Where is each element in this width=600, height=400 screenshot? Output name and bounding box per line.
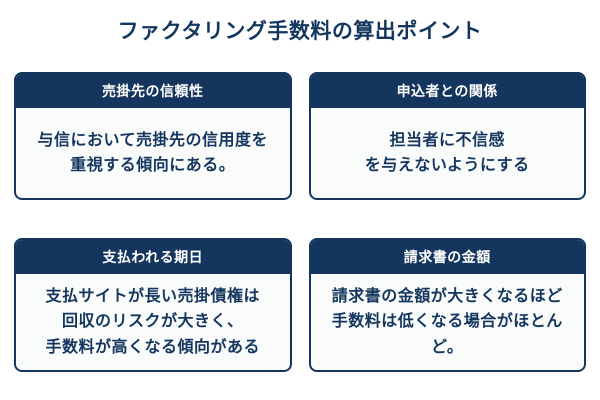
body-line: 手数料は低くなる場合がほとん — [331, 313, 563, 331]
card-invoice-amount: 請求書の金額 請求書の金額が大きくなるほど 手数料は低くなる場合がほとん ど。 — [308, 238, 586, 373]
card-payment-due-date: 支払われる期日 支払サイトが長い売掛債権は 回収のリスクが大きく、 手数料が高く… — [14, 238, 292, 373]
card-invoice-amount-body: 請求書の金額が大きくなるほど 手数料は低くなる場合がほとん ど。 — [311, 274, 585, 370]
card-receivable-reliability: 売掛先の信頼性 与信において売掛先の信用度を 重視する傾向にある。 — [14, 72, 292, 201]
card-payment-due-date-header: 支払われる期日 — [16, 240, 290, 275]
card-applicant-relationship: 申込者との関係 担当者に不信感 を与えないようにする — [308, 72, 586, 201]
card-applicant-relationship-body: 担当者に不信感 を与えないようにする — [311, 108, 585, 198]
body-line: 担当者に不信感 — [389, 131, 505, 149]
card-applicant-relationship-header: 申込者との関係 — [310, 74, 584, 109]
body-line: 請求書の金額が大きくなるほど — [331, 287, 563, 305]
body-line: 与信において売掛先の信用度を — [37, 131, 269, 149]
card-receivable-reliability-body: 与信において売掛先の信用度を 重視する傾向にある。 — [16, 108, 290, 198]
card-payment-due-date-body: 支払サイトが長い売掛債権は 回収のリスクが大きく、 手数料が高くなる傾向がある — [16, 274, 290, 370]
body-line: 重視する傾向にある。 — [70, 157, 236, 175]
card-invoice-amount-header: 請求書の金額 — [310, 240, 584, 275]
card-receivable-reliability-header: 売掛先の信頼性 — [16, 74, 290, 109]
page-title: ファクタリング手数料の算出ポイント — [117, 20, 483, 43]
body-line: を与えないようにする — [364, 157, 530, 175]
cards-grid: 売掛先の信頼性 与信において売掛先の信用度を 重視する傾向にある。 申込者との関… — [0, 72, 600, 373]
body-line: ど。 — [431, 338, 464, 356]
body-line: 回収のリスクが大きく、 — [61, 313, 244, 331]
body-line: 支払サイトが長い売掛債権は — [45, 287, 260, 305]
body-line: 手数料が高くなる傾向がある — [45, 338, 260, 356]
